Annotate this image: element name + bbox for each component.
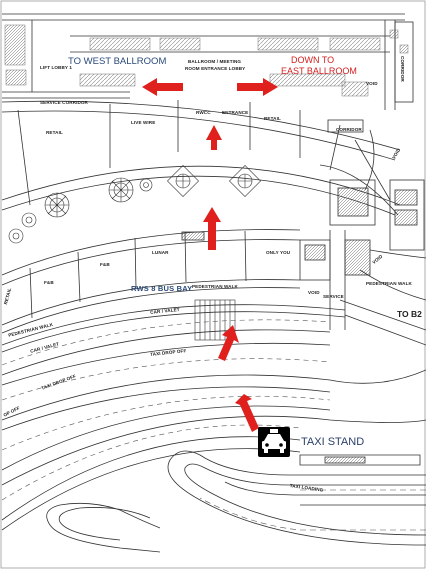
medallion (8, 228, 24, 244)
retail-right-label: RETAIL (264, 116, 281, 121)
pedestrian-walk-right-label: PEDESTRIAN WALK (366, 281, 412, 286)
road-dashes (1, 319, 331, 501)
pedestrian-walk-center-label: PEDESTRIAN WALK (192, 284, 238, 289)
taxi-stand-heading: TAXI STAND (301, 436, 365, 448)
taxi-loop (46, 450, 426, 553)
entrance-label: ENTRANCE (222, 110, 249, 115)
medallion (229, 165, 261, 197)
to-b2-heading: TO B2 (397, 309, 422, 319)
taxi-icon (258, 427, 290, 457)
lunar-label: LUNAR (152, 250, 169, 255)
fb-2-label: F&B (100, 262, 110, 267)
void-label: VOID (366, 81, 378, 86)
bus-bay-heading: RWS 8 BUS BAY (131, 284, 193, 293)
corridor-mid-label: CORRIDOR (336, 127, 362, 132)
lift-lobby-label: LIFT LOBBY 1 (40, 65, 72, 70)
only-you-label: ONLY YOU (266, 250, 291, 255)
medallion (167, 165, 199, 197)
top-ballroom-band (2, 13, 414, 110)
shop-arc (1, 229, 301, 334)
medallion (108, 177, 134, 203)
red-arrow-icon (142, 78, 278, 432)
ballroom-lobby-label-2: ROOM ENTRANCE LOBBY (185, 66, 246, 71)
void-lower-label: VOID (308, 290, 320, 295)
ballroom-lobby-label-1: BALLROOM / MEETING (188, 59, 242, 64)
plaza-medallions (8, 165, 261, 244)
medallion (21, 212, 37, 228)
rwcc-label: RWCC (196, 110, 211, 115)
fb-1-label: F&B (44, 280, 54, 285)
road-lanes (1, 304, 426, 531)
corridor-right-label: CORRIDOR (400, 56, 405, 82)
live-wire-label: LIVE WIRE (131, 120, 156, 125)
east-ballroom-heading-line1: DOWN TO (291, 55, 335, 65)
medallion (44, 192, 70, 218)
right-core-structure (299, 164, 426, 346)
service-corridor-label: SERVICE CORRIDOR (40, 100, 88, 105)
service-lower-label: SERVICE (323, 294, 344, 299)
medallion (139, 178, 153, 192)
east-ballroom-heading-line2: EAST BALLROOM (281, 66, 357, 76)
structure-hatching (4, 24, 409, 97)
west-ballroom-heading: TO WEST BALLROOM (68, 56, 167, 67)
pedestrian-crossing (194, 299, 236, 341)
taxi-loop-dashes (199, 489, 426, 531)
retail-left-label: RETAIL (46, 130, 63, 135)
